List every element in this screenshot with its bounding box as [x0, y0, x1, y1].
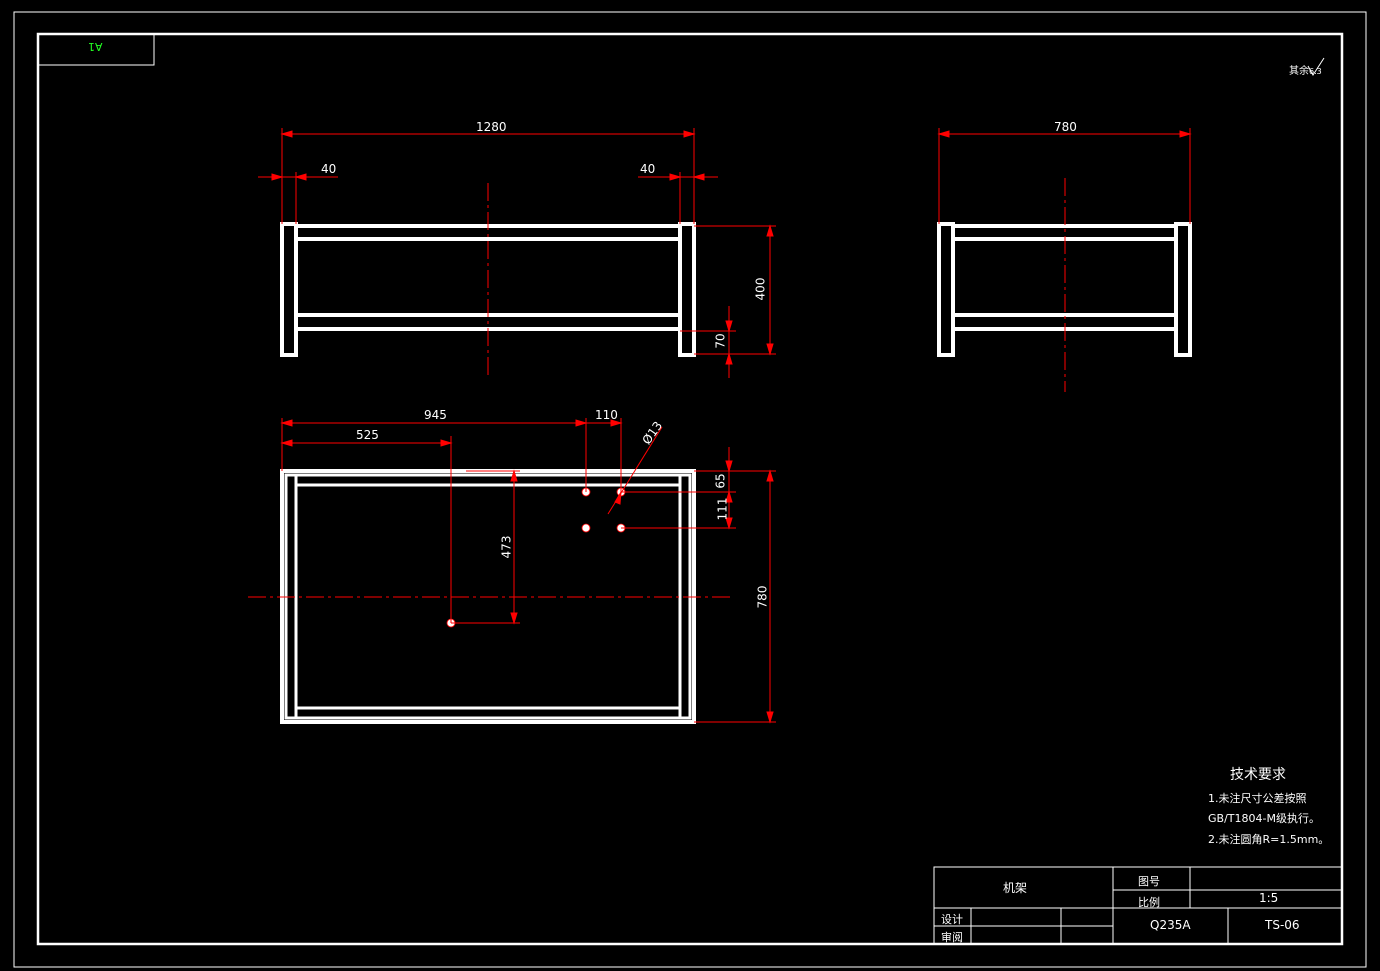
tech-requirements-line3: 2.未注圆角R=1.5mm。 — [1208, 833, 1330, 846]
corner-label: A1 — [88, 40, 103, 53]
surface-finish-text: 其余 — [1289, 66, 1309, 77]
top-dim-110: 110 — [595, 408, 618, 422]
front-dim-70: 70 — [713, 333, 728, 349]
tech-requirements-line2: GB/T1804-M级执行。 — [1208, 812, 1320, 825]
side-right-post — [1174, 222, 1192, 357]
top-view — [248, 469, 730, 724]
title-scale-value: 1:5 — [1259, 891, 1279, 905]
top-dim-945: 945 — [424, 408, 447, 422]
sheet-outer-border — [13, 11, 1367, 968]
top-front-bar — [294, 473, 682, 487]
top-view-dimensions — [280, 418, 776, 724]
title-design-label: 设计 — [941, 913, 963, 926]
front-right-post — [678, 222, 696, 357]
top-dim-525: 525 — [356, 428, 379, 442]
top-dim-473: 473 — [499, 535, 514, 559]
front-dim-1280: 1280 — [476, 120, 507, 134]
front-dim-40-left: 40 — [321, 162, 337, 176]
title-drawing-no-label: 图号 — [1138, 875, 1160, 888]
title-review-label: 审阅 — [941, 931, 963, 944]
front-dim-400: 400 — [753, 277, 768, 301]
side-view — [937, 178, 1192, 392]
surface-finish-label: 其余6.3 — [1289, 62, 1322, 77]
side-left-post — [937, 222, 955, 357]
top-back-bar — [294, 706, 682, 720]
top-dim-780: 780 — [755, 585, 770, 609]
front-left-post — [280, 222, 298, 357]
title-block — [933, 866, 1343, 945]
title-drawing-no: TS-06 — [1265, 918, 1300, 932]
front-view-dimensions — [258, 128, 776, 378]
side-dim-780: 780 — [1054, 120, 1077, 134]
title-material: Q235A — [1150, 918, 1191, 932]
corner-label-box — [37, 33, 155, 66]
drawing-frame — [36, 32, 1344, 946]
top-dim-111: 111 — [715, 497, 730, 521]
surface-finish-value: 6.3 — [1309, 67, 1322, 76]
tech-requirements-line1: 1.未注尺寸公差按照 — [1208, 792, 1307, 805]
front-dim-40-right: 40 — [640, 162, 656, 176]
front-view — [280, 183, 696, 378]
title-scale-label: 比例 — [1138, 896, 1160, 909]
title-part-name: 机架 — [1003, 881, 1028, 895]
tech-requirements-title: 技术要求 — [1230, 767, 1286, 783]
surface-finish-symbol — [1307, 57, 1325, 76]
side-view-dimensions — [937, 128, 1192, 224]
hole-3 — [581, 523, 591, 533]
mounting-holes — [446, 487, 626, 628]
top-dim-65: 65 — [713, 473, 728, 489]
